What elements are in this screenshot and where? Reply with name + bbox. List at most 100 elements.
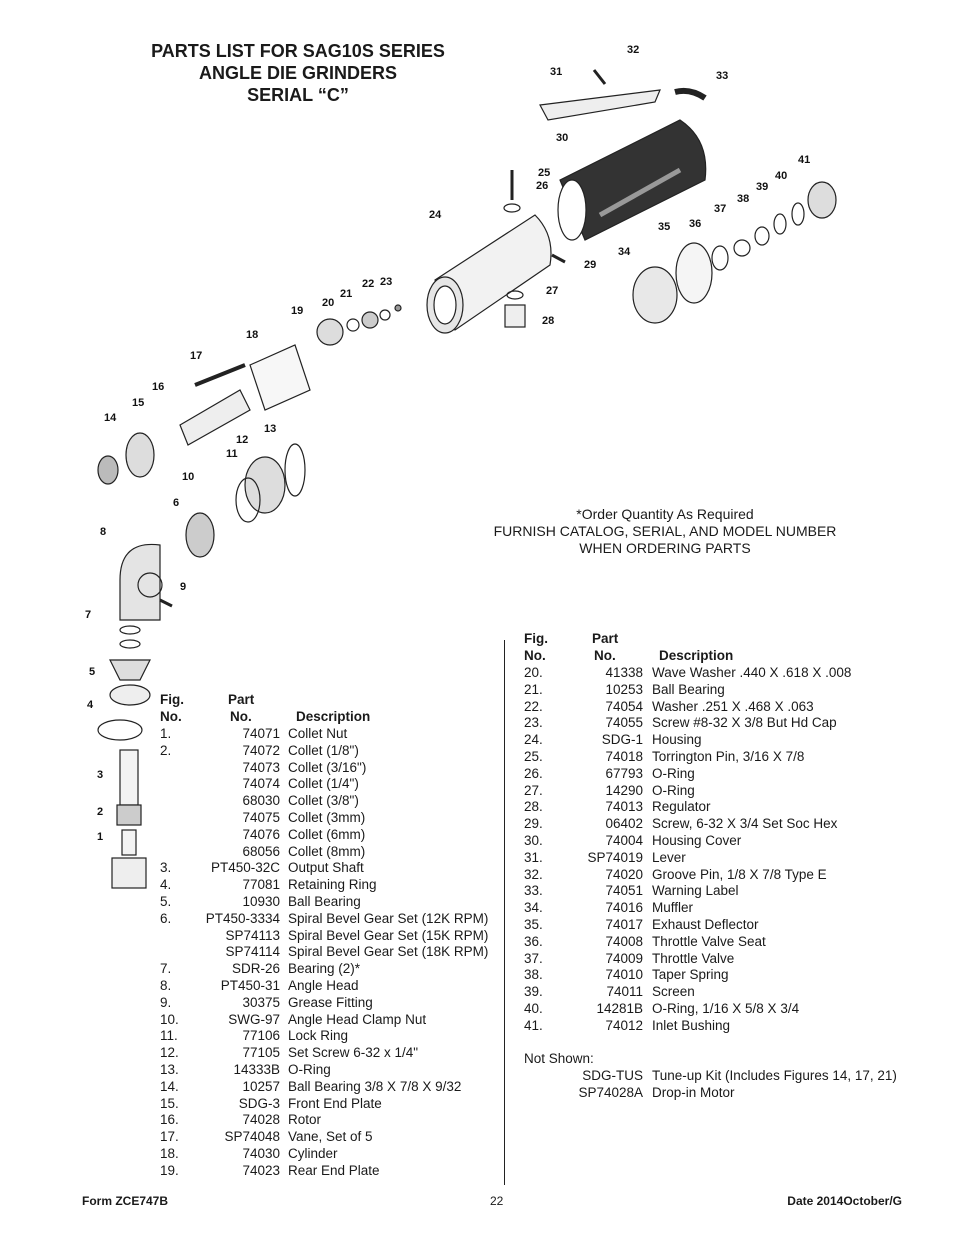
- part-number: SDG-TUS: [582, 1068, 643, 1083]
- fig-number: 9.: [160, 994, 172, 1010]
- order-note-line-1: *Order Quantity As Required: [576, 506, 754, 522]
- fig-number: 16.: [160, 1112, 179, 1128]
- callout-36: 36: [689, 218, 701, 230]
- warning-label-drawing: [674, 87, 707, 101]
- order-note-line-3: WHEN ORDERING PARTS: [579, 540, 751, 556]
- part-description: Regulator: [652, 799, 711, 815]
- part-number: SP74028A: [578, 1084, 643, 1100]
- part-number: 74013: [605, 799, 643, 815]
- callout-28: 28: [542, 315, 554, 327]
- table-row: 7. SDR-26 Bearing (2)*: [160, 961, 490, 978]
- part-number: 74004: [605, 832, 643, 848]
- fig-number: 18.: [160, 1145, 179, 1161]
- table-header: Fig. No. Part No. Description: [524, 631, 904, 665]
- part-description: Output Shaft: [288, 860, 364, 876]
- part-description: Collet (1/4"): [288, 776, 359, 792]
- fig-number: 28.: [524, 799, 543, 815]
- part-description: Ball Bearing: [652, 681, 725, 697]
- housing-drawing: [426, 214, 552, 334]
- part-description: Lock Ring: [288, 1028, 349, 1044]
- fig-number: 10.: [160, 1011, 179, 1027]
- o-ring-40-drawing: [791, 202, 805, 226]
- callout-35: 35: [658, 221, 670, 233]
- part-description: Spiral Bevel Gear Set (15K RPM): [288, 927, 489, 943]
- angle-head-drawing: [119, 443, 306, 621]
- fig-number: 23.: [524, 715, 543, 731]
- part-description: Torrington Pin, 3/16 X 7/8: [652, 748, 805, 764]
- part-description: Inlet Bushing: [652, 1017, 731, 1033]
- throttle-valve-seat-drawing: [711, 245, 729, 271]
- groove-pin-drawing: [592, 69, 607, 85]
- part-description: Ball Bearing: [288, 893, 361, 909]
- fig-number: 4.: [160, 877, 172, 893]
- fig-number: 7.: [160, 961, 172, 977]
- part-description: Spiral Bevel Gear Set (12K RPM): [288, 910, 489, 926]
- callout-30: 30: [556, 132, 568, 144]
- description-header: Description: [296, 709, 371, 724]
- part-number: SDR-26: [231, 961, 280, 977]
- fig-number: 19.: [160, 1162, 179, 1178]
- part-description: Housing: [652, 732, 702, 748]
- part-number: SP74113: [225, 927, 280, 943]
- part-description: Throttle Valve Seat: [652, 933, 766, 949]
- fig-number: 20.: [524, 665, 543, 680]
- part-description: O-Ring: [288, 1061, 331, 1077]
- callout-17: 17: [190, 350, 202, 362]
- order-note: *Order Quantity As Required FURNISH CATA…: [470, 506, 860, 557]
- callout-25: 25: [538, 167, 550, 179]
- callout-26: 26: [536, 180, 548, 192]
- part-number: 14290: [605, 782, 643, 798]
- callout-4: 4: [87, 699, 94, 711]
- callout-1: 1: [97, 831, 103, 843]
- fig-number: 32.: [524, 866, 543, 882]
- part-number: 30375: [242, 994, 280, 1010]
- throttle-valve-drawing: [733, 239, 751, 257]
- part-number: 74023: [242, 1162, 280, 1178]
- fig-number: 2.: [160, 742, 172, 758]
- callout-22: 22: [362, 278, 374, 290]
- part-number: SDG-3: [238, 1095, 280, 1111]
- part-description: Bearing (2)*: [288, 961, 361, 977]
- callout-10: 10: [182, 471, 194, 483]
- part-description: Housing Cover: [652, 832, 742, 848]
- part-number: 68056: [242, 843, 280, 859]
- callout-15: 15: [132, 397, 144, 409]
- part-description: O-Ring: [652, 765, 695, 781]
- title-line-2: ANGLE DIE GRINDERS: [198, 63, 398, 83]
- callout-12: 12: [236, 434, 248, 446]
- part-number: 06402: [605, 816, 643, 832]
- callout-39: 39: [756, 181, 768, 193]
- fig-number: 31.: [524, 849, 543, 865]
- part-number: 14281B: [596, 1000, 643, 1016]
- part-description: Front End Plate: [288, 1095, 382, 1111]
- taper-spring-drawing: [754, 226, 770, 246]
- part-number: 74054: [605, 698, 643, 714]
- callout-16: 16: [152, 381, 164, 393]
- part-description: Grease Fitting: [288, 994, 373, 1010]
- callout-38: 38: [737, 193, 749, 205]
- part-description: Rotor: [288, 1112, 322, 1128]
- fig-number: 25.: [524, 748, 543, 764]
- part-description: Set Screw 6-32 x 1/4": [288, 1045, 419, 1061]
- part-number: 74072: [242, 742, 280, 758]
- column-divider: [504, 640, 505, 1185]
- part-number: 74016: [605, 900, 643, 916]
- callout-7: 7: [85, 609, 91, 621]
- part-number: 41338: [605, 665, 643, 680]
